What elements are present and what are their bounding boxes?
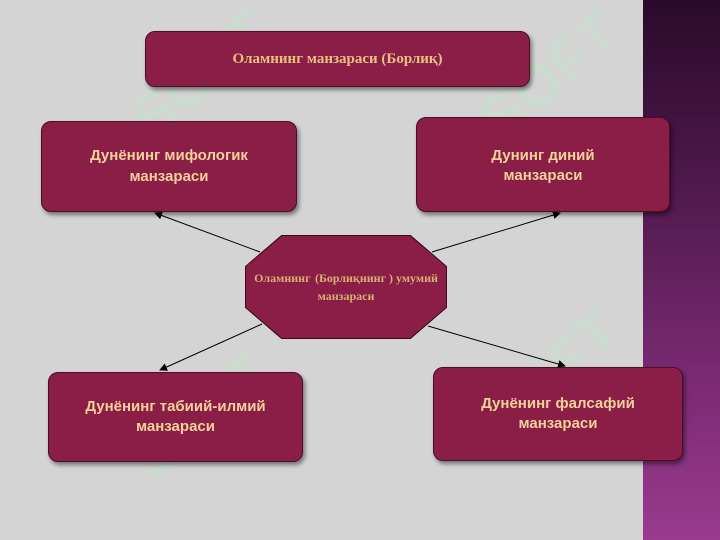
arrow-to-philosophical (427, 325, 566, 368)
religious-line-2: манзараси (503, 167, 583, 185)
natural-science-line-1: Дунёнинг табиий-илмий (85, 397, 266, 415)
mythological-box: Дунёнинг мифологик манзараси (41, 121, 297, 212)
arrow-to-mythological (154, 211, 261, 253)
natural-science-line-2: манзараси (136, 418, 215, 435)
philosophical-line-2: манзараси (518, 415, 598, 432)
center-line-3: манзараси (317, 289, 375, 303)
religious-box: Дунинг диний манзараси (416, 117, 670, 212)
religious-line-1: Дунинг диний (491, 147, 595, 164)
arrow-to-religious (431, 211, 561, 253)
mythological-line-2: манзараси (129, 167, 209, 185)
center-octagon: Оламнинг (Борлиқнинг ) умумий манзараси (246, 236, 446, 338)
center-line-1: Оламнинг (254, 271, 311, 285)
mythological-line-1: Дунёнинг мифологик (90, 147, 248, 165)
arrow-to-natural-science (159, 323, 263, 371)
top-box-label: Оламнинг манзараси (Борлиқ) (232, 50, 443, 67)
top-box: Оламнинг манзараси (Борлиқ) (145, 31, 530, 87)
philosophical-line-1: Дунёнинг фалсафий (481, 394, 635, 412)
philosophical-box: Дунёнинг фалсафий манзараси (433, 367, 683, 461)
natural-science-box: Дунёнинг табиий-илмий манзараси (48, 372, 303, 462)
center-line-2: (Борлиқнинг ) умумий (314, 271, 438, 285)
